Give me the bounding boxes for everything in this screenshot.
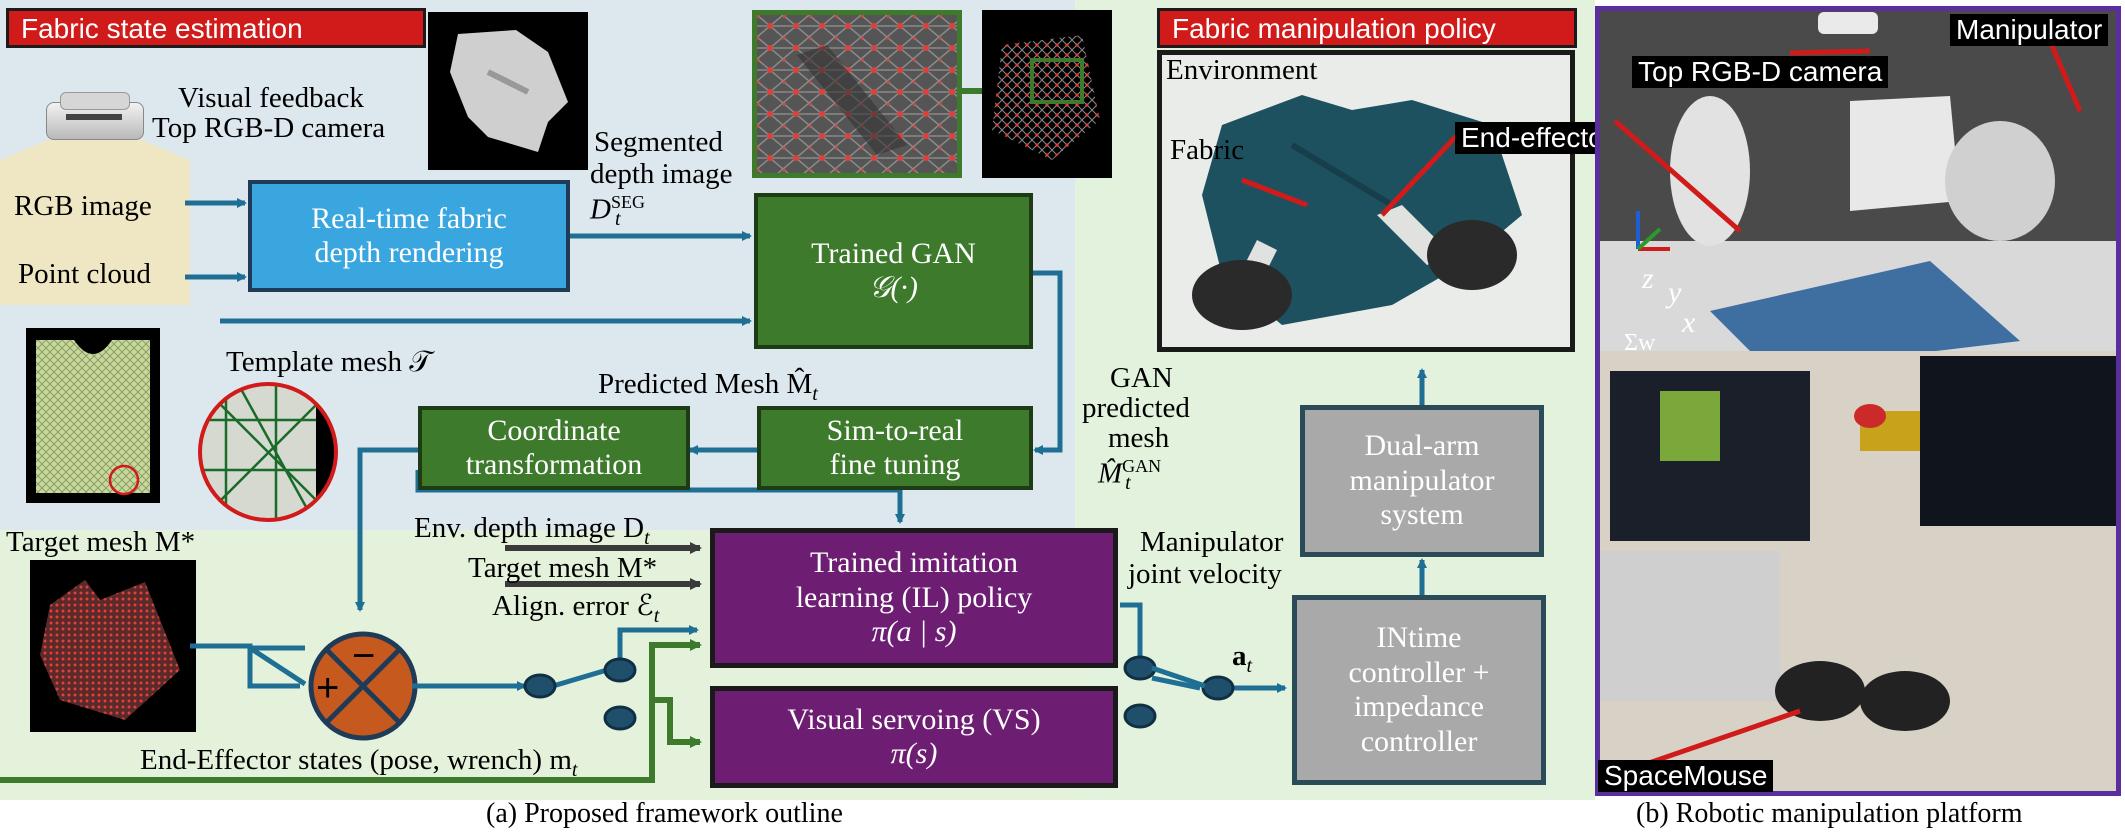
environment-photo [1157,50,1575,352]
gan-predicted-label-1: GAN [1110,362,1173,394]
template-mesh-thumbnail [26,328,160,503]
template-mesh-label: Template mesh 𝒯 [226,346,432,378]
target-mesh-thumbnail [30,560,196,732]
point-cloud-label: Point cloud [18,258,151,290]
axis-x-label: x [1682,306,1696,339]
align-error-label: Align. error ℰt [492,590,660,627]
estimation-header: Fabric state estimation [6,8,426,48]
visual-feedback-label: Visual feedback [178,82,364,114]
manipulator-label: Manipulator [1950,14,2109,46]
env-depth-label: Env. depth image Dt [414,512,650,549]
segmented-depth-label-1: Segmented [594,126,723,158]
action-label: at [1232,640,1253,677]
joint-velocity-label-2: joint velocity [1128,558,1282,590]
fabric-label: Fabric [1170,134,1245,166]
camera-label: Top RGB-D camera [152,112,386,144]
target-mesh-label: Target mesh M* [6,526,196,558]
mesh-full-thumbnail [982,10,1112,178]
rgb-image-label: RGB image [14,190,152,222]
top-camera-photo-label: Top RGB-D camera [1632,56,1889,88]
predicted-mesh-label: Predicted Mesh M̂t [598,368,818,405]
camera-photo-icon [1818,12,1878,34]
platform-photo [1595,6,2121,796]
gan-predicted-symbol: M̂GANt [1098,456,1162,495]
environment-label: Environment [1166,54,1318,86]
camera-icon [46,92,144,142]
depth-image-thumbnail [428,12,588,170]
segmented-depth-symbol: DSEGt [590,192,645,231]
input-pentagon [0,140,190,305]
axis-y-label: y [1668,276,1682,309]
segmented-depth-label-2: depth image [590,158,733,190]
caption-a: (a) Proposed framework outline [486,798,843,829]
spacemouse-label: SpaceMouse [1598,760,1774,792]
policy-header: Fabric manipulation policy [1157,8,1577,48]
joint-velocity-label-1: Manipulator [1140,526,1284,558]
axis-z-label: z [1642,262,1654,295]
target-mesh-input-label: Target mesh M* [468,552,658,584]
minus-sign: − [352,634,376,678]
gan-predicted-label-3: mesh [1108,422,1170,454]
visual-servoing-box: Visual servoing (VS)π(s) [710,686,1118,788]
summation-arrows [190,643,520,689]
ee-states-label: End-Effector states (pose, wrench) mt [140,744,578,781]
frame-label: Σw [1624,330,1656,356]
template-zoom-circle [198,382,338,522]
plus-sign: + [316,666,340,710]
summation-junction [308,631,418,741]
gan-predicted-label-2: predicted [1082,392,1190,424]
caption-b: (b) Robotic manipulation platform [1636,798,2023,829]
mesh-zoom-thumbnail [752,10,962,178]
